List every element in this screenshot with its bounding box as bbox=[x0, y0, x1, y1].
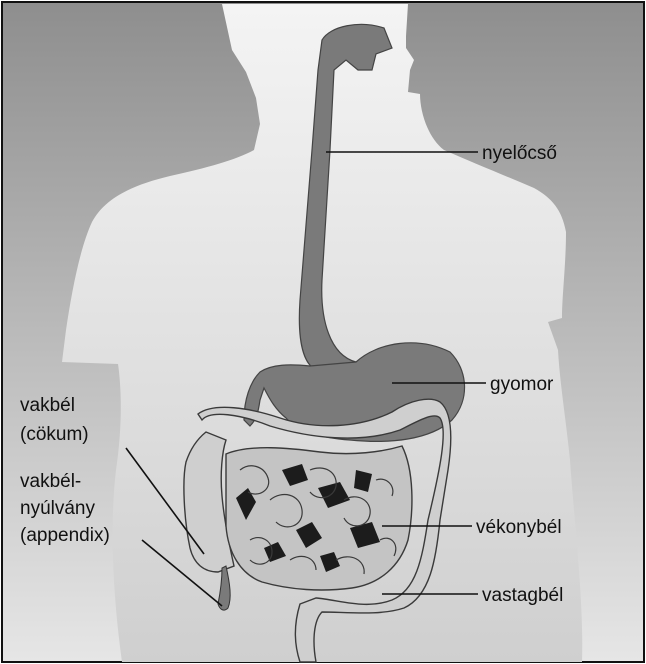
label-esophagus: nyelőcső bbox=[482, 143, 557, 164]
label-large-intestine: vastagbél bbox=[482, 585, 563, 606]
label-cecum-line1: vakbél bbox=[20, 395, 75, 416]
label-small-intestine: vékonybél bbox=[476, 517, 562, 538]
label-stomach: gyomor bbox=[490, 374, 554, 395]
label-appendix-line1: vakbél- bbox=[20, 471, 81, 492]
label-appendix-line2: nyúlvány bbox=[20, 498, 95, 519]
label-appendix-line3: (appendix) bbox=[20, 525, 110, 546]
label-cecum-line2: (cökum) bbox=[20, 424, 89, 445]
